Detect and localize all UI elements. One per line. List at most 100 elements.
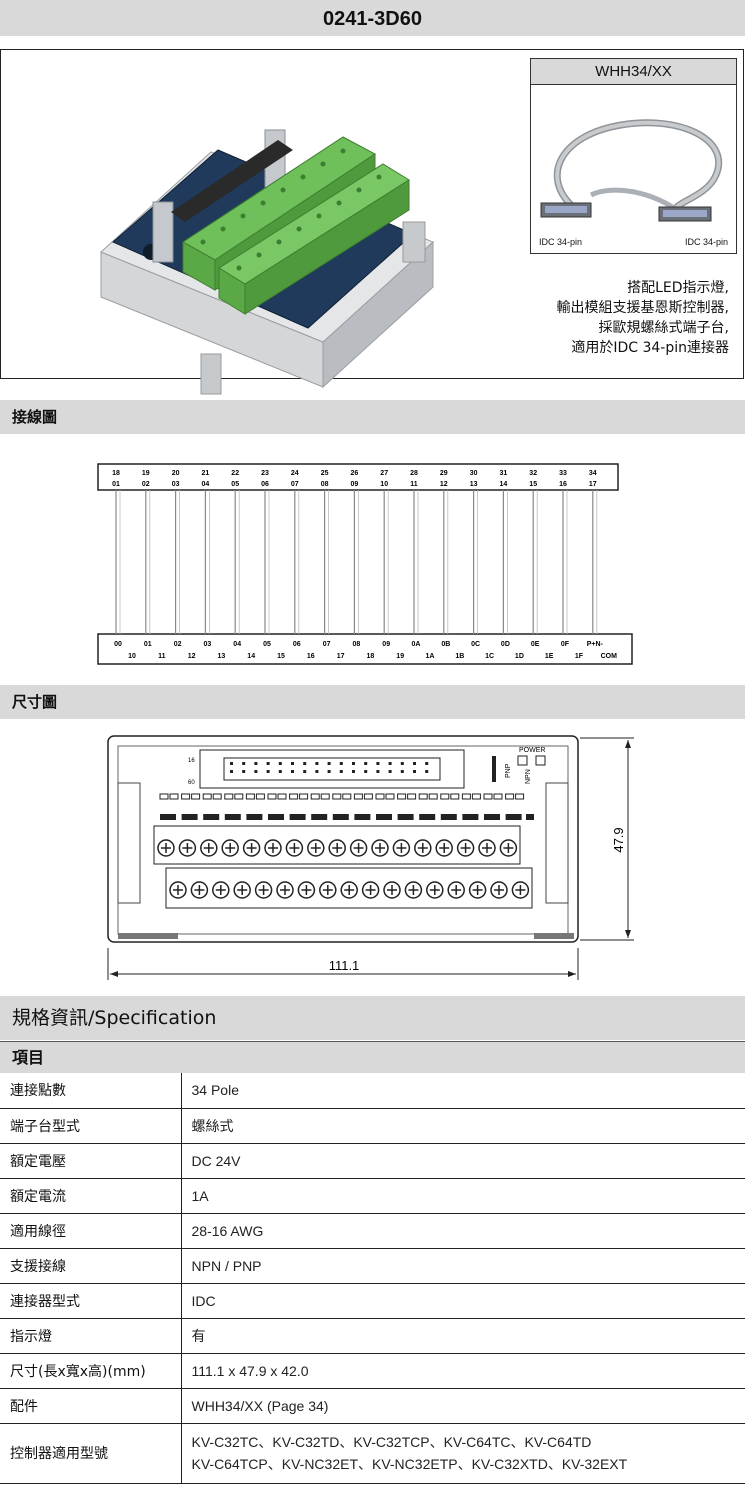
bottom-terminal-label: 17 (337, 653, 345, 660)
top-pin-label: 15 (529, 481, 537, 488)
terminal-slot (160, 814, 176, 820)
idc-pin (339, 770, 343, 773)
idc-pin (327, 770, 331, 773)
terminal-slot (397, 814, 414, 820)
product-description: 搭配LED指示燈, 輸出模組支援基恩斯控制器, 採歐規螺絲式端子台, 適用於ID… (557, 278, 729, 358)
idc-pin (291, 770, 294, 773)
terminal-slot (246, 814, 263, 820)
bottom-terminal-label: 07 (323, 641, 331, 648)
spec-value: DC 24V (181, 1143, 745, 1179)
bottom-terminal-label: 08 (353, 641, 361, 648)
idc-pin (388, 770, 392, 773)
led-indicator (407, 793, 417, 800)
led-indicator (224, 793, 234, 800)
top-pin-label: 20 (172, 470, 180, 477)
terminal-slot (484, 814, 500, 820)
bottom-terminal-label: 0D (501, 641, 510, 648)
spec-key: 尺寸(長x寬x高)(mm) (0, 1353, 182, 1389)
led-indicator (440, 793, 450, 800)
idc-pin (413, 770, 416, 773)
terminal-slot (440, 814, 457, 820)
led-indicator (267, 793, 277, 800)
table-row: 指示燈有 (0, 1318, 745, 1354)
power-label: POWER (519, 747, 545, 754)
top-pin-label: 28 (410, 470, 418, 477)
top-pin-label: 11 (410, 481, 418, 488)
bottom-terminal-label: 0F (561, 641, 570, 648)
top-pin-label: 16 (559, 481, 567, 488)
led-indicator (461, 793, 471, 800)
idc-pin (425, 770, 429, 773)
top-pin-label: 19 (142, 470, 150, 477)
top-pin-label: 27 (380, 470, 388, 477)
led-indicator (515, 793, 525, 800)
table-row: 端子台型式螺絲式 (0, 1108, 745, 1144)
idc-pin (352, 762, 355, 765)
section-heading-wiring: 接線圖 (0, 400, 745, 434)
bottom-terminal-label: 1C (485, 653, 494, 660)
top-pin-label: 34 (589, 470, 597, 477)
bottom-terminal-label: 0C (471, 641, 480, 648)
idc-pin (376, 762, 380, 765)
top-pin-label: 30 (470, 470, 478, 477)
idc-pin (303, 770, 307, 773)
idc-pin (278, 770, 282, 773)
led-indicator (505, 793, 515, 800)
bottom-terminal-label: 01 (144, 641, 152, 648)
idc-pin (278, 762, 282, 765)
top-pin-label: 07 (291, 481, 299, 488)
idc-pin (339, 762, 343, 765)
led-indicator (310, 793, 320, 800)
top-pin-label: 25 (321, 470, 329, 477)
npn-label: NPN (525, 769, 532, 784)
bottom-terminal-label: 1E (545, 653, 554, 660)
led-indicator (299, 793, 309, 800)
table-row: 尺寸(長x寬x高)(mm)111.1 x 47.9 x 42.0 (0, 1353, 745, 1389)
bottom-terminal-label: 14 (247, 653, 255, 660)
spec-value: 28-16 AWG (181, 1213, 745, 1249)
spec-key: 控制器適用型號 (0, 1423, 182, 1484)
top-pin-label: 06 (261, 481, 269, 488)
section-heading-dimensions: 尺寸圖 (0, 685, 745, 719)
top-pin-label: 33 (559, 470, 567, 477)
idc-pin (303, 762, 307, 765)
led-indicator (375, 793, 385, 800)
led-indicator (169, 793, 179, 800)
bottom-terminal-label: 15 (277, 653, 285, 660)
idc-pin (364, 770, 368, 773)
page-title: 0241-3D60 (0, 0, 745, 38)
spec-value: 34 Pole (181, 1073, 745, 1109)
terminal-slot (224, 814, 241, 820)
bottom-terminal-label: 06 (293, 641, 301, 648)
led-indicator (245, 793, 255, 800)
bottom-terminal-label: 1A (426, 653, 435, 660)
top-pin-label: 14 (500, 481, 508, 488)
svg-text:60: 60 (188, 780, 195, 786)
led-indicator (418, 793, 428, 800)
led-indicator (320, 793, 330, 800)
idc-pin (413, 762, 416, 765)
top-pin-label: 18 (112, 470, 120, 477)
cable-right-connector-label: IDC 34-pin (684, 237, 728, 247)
top-pin-label: 31 (500, 470, 508, 477)
top-pin-label: 05 (231, 481, 239, 488)
led-indicator (483, 793, 493, 800)
idc-pin (388, 762, 392, 765)
idc-pin (425, 762, 429, 765)
idc-pin (400, 770, 404, 773)
bottom-terminal-label: 11 (158, 653, 166, 660)
top-pin-label: 24 (291, 470, 299, 477)
bottom-terminal-label: 10 (128, 653, 136, 660)
top-pin-label: 23 (261, 470, 269, 477)
top-pin-label: 01 (112, 481, 120, 488)
description-line: 輸出模組支援基恩斯控制器, (556, 300, 729, 316)
idc-pin (376, 770, 380, 773)
spec-value: NPN / PNP (181, 1248, 745, 1284)
dimension-drawing: 16 60 POWER PNP NPN 111.1 47.9 (107, 735, 634, 980)
spec-key: 指示燈 (0, 1318, 182, 1354)
cable-image (540, 119, 723, 222)
bottom-terminal-label: 00 (114, 641, 122, 648)
